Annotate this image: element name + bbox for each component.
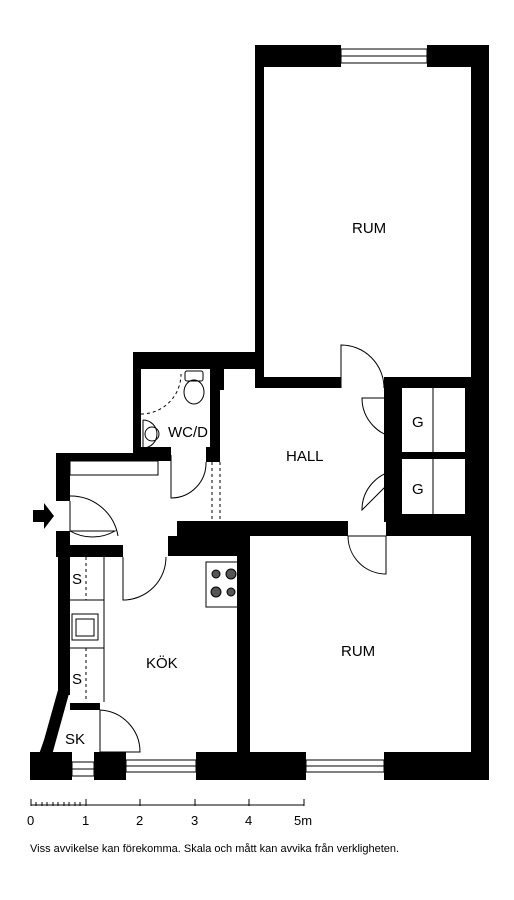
room-label-cabinet-1: S — [72, 571, 82, 588]
windows — [71, 48, 428, 777]
toilet-icon — [184, 370, 204, 382]
entrance-arrow-icon — [33, 503, 54, 529]
scale-tick-label: 0 — [27, 813, 34, 828]
room-label-sk: SK — [65, 731, 85, 748]
walls — [30, 45, 489, 780]
fixtures — [69, 370, 434, 702]
room-label-cabinet-2: S — [72, 671, 82, 688]
stove-icon — [205, 561, 241, 608]
kitchen-sink-icon — [71, 613, 99, 641]
room-label-rum-top: RUM — [352, 220, 386, 237]
washbasin-icon — [142, 419, 158, 449]
scale-bar — [30, 799, 305, 806]
room-label-wc: WC/D — [168, 424, 208, 441]
scale-tick-label: 2 — [136, 813, 143, 828]
room-label-rum-bottom: RUM — [341, 643, 375, 660]
doors — [69, 344, 403, 753]
scale-tick-label: 4 — [245, 813, 252, 828]
scale-tick-label: 1 — [82, 813, 89, 828]
scale-tick-label: 3 — [191, 813, 198, 828]
scale-tick-label: 5m — [294, 813, 312, 828]
room-label-hall: HALL — [286, 448, 324, 465]
room-label-kitchen: KÖK — [146, 654, 178, 672]
disclaimer-text: Viss avvikelse kan förekomma. Skala och … — [30, 843, 400, 855]
room-label-storage-1: G — [412, 414, 424, 431]
room-label-storage-2: G — [412, 481, 424, 498]
